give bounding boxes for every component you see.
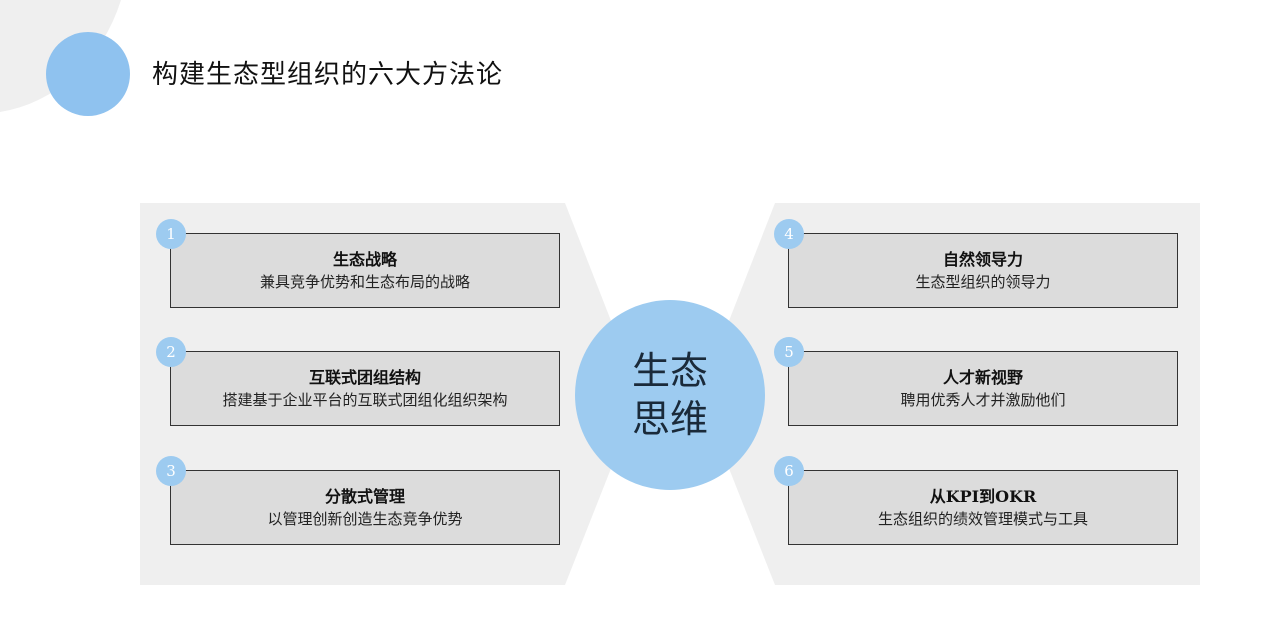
number-badge-5: 5 bbox=[774, 337, 804, 367]
method-desc: 生态组织的绩效管理模式与工具 bbox=[877, 509, 1088, 528]
center-circle: 生态 思维 bbox=[575, 300, 765, 490]
method-desc: 兼具竞争优势和生态布局的战略 bbox=[259, 272, 470, 291]
method-desc: 聘用优秀人才并激励他们 bbox=[900, 390, 1066, 409]
center-line-2: 思维 bbox=[631, 397, 708, 441]
method-box-6: 从KPI到OKR 生态组织的绩效管理模式与工具 bbox=[788, 470, 1178, 545]
number-badge-3: 3 bbox=[156, 456, 186, 486]
method-heading: 分散式管理 bbox=[324, 486, 405, 506]
method-box-2: 互联式团组结构搭建基于企业平台的互联式团组化组织架构 bbox=[170, 351, 560, 426]
decorative-blue-circle bbox=[46, 32, 130, 116]
method-box-5: 人才新视野聘用优秀人才并激励他们 bbox=[788, 351, 1178, 426]
method-desc: 生态型组织的领导力 bbox=[915, 272, 1051, 291]
method-box-4: 自然领导力生态型组织的领导力 bbox=[788, 233, 1178, 308]
method-box-3: 分散式管理以管理创新创造生态竞争优势 bbox=[170, 470, 560, 545]
center-line-1: 生态 bbox=[631, 349, 708, 393]
number-badge-2: 2 bbox=[156, 337, 186, 367]
method-heading: 互联式团组结构 bbox=[308, 367, 421, 387]
method-heading: 人才新视野 bbox=[942, 367, 1023, 387]
number-badge-1: 1 bbox=[156, 219, 186, 249]
method-desc: 搭建基于企业平台的互联式团组化组织架构 bbox=[222, 390, 508, 409]
number-badge-6: 6 bbox=[774, 456, 804, 486]
method-heading: 自然领导力 bbox=[942, 249, 1023, 269]
number-badge-4: 4 bbox=[774, 219, 804, 249]
method-box-1: 生态战略兼具竞争优势和生态布局的战略 bbox=[170, 233, 560, 308]
method-heading: 生态战略 bbox=[332, 249, 397, 269]
method-desc: 以管理创新创造生态竞争优势 bbox=[267, 509, 463, 528]
page-title: 构建生态型组织的六大方法论 bbox=[152, 60, 504, 90]
method-heading: 从KPI到OKR bbox=[929, 486, 1037, 506]
